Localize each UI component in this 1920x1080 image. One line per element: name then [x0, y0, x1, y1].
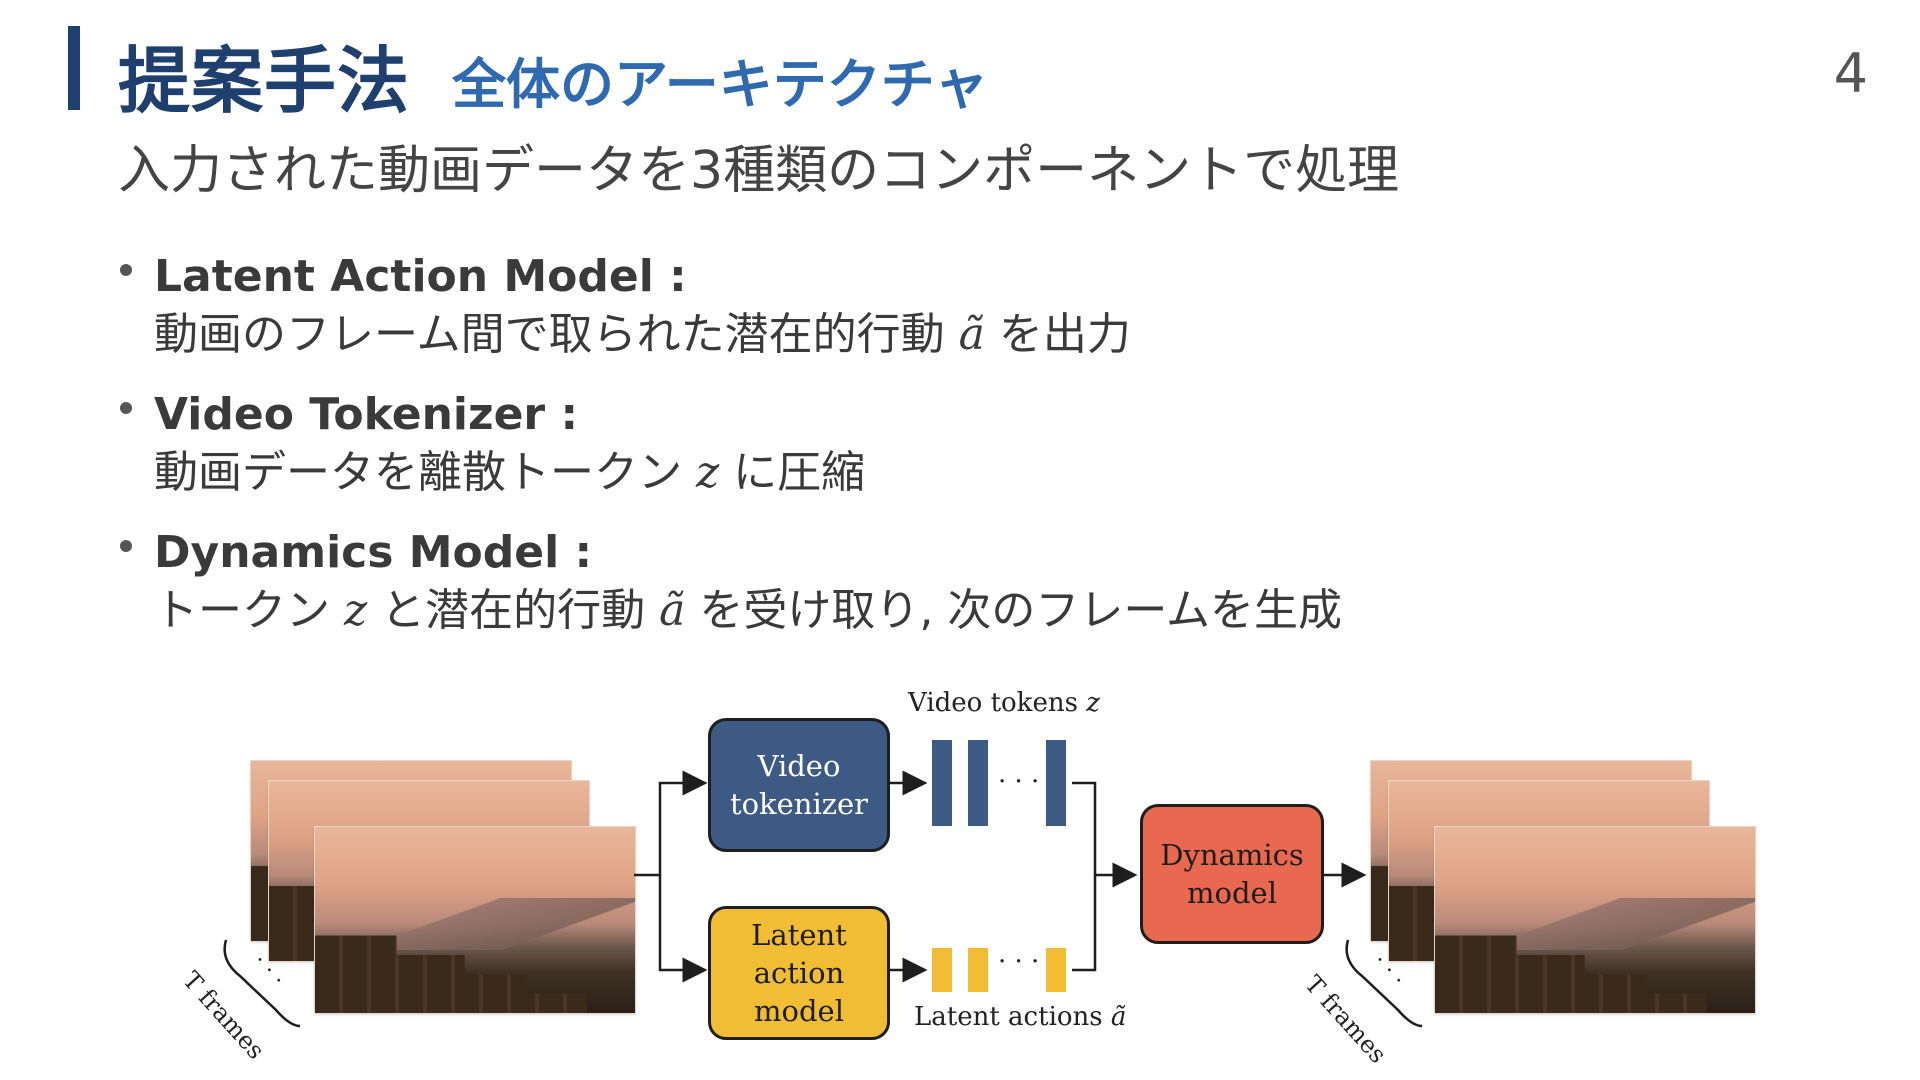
video-tokenizer-label-2: tokenizer: [729, 787, 869, 821]
latent-actions-label: Latent actions ã: [914, 1002, 1127, 1032]
video-token-2: [968, 740, 988, 826]
bullet-desc: 動画データを離散トークン z に圧縮: [154, 447, 866, 498]
dynamics-model-label-1: Dynamics: [1160, 838, 1304, 872]
bullet-desc: トークン z と潜在的行動 ã を受け取り, 次のフレームを生成: [154, 585, 1343, 636]
bullet-dynamics-model: Dynamics Model : トークン z と潜在的行動 ã を受け取り, …: [118, 524, 1342, 640]
video-tokens-ellipsis: · · ·: [998, 767, 1039, 797]
latent-action-2: [968, 948, 988, 992]
diagram-connectors: · · · · · · · · · · · ·: [223, 740, 1423, 1028]
right-brace: [1345, 939, 1423, 1028]
latent-action-model-label-1: Latent action: [751, 918, 847, 990]
video-tokens-label: Video tokens z: [908, 688, 1100, 718]
slide-subtitle: 全体のアーキテクチャ: [452, 53, 989, 116]
bullet-head: Dynamics Model :: [154, 527, 593, 578]
left-brace: [223, 939, 301, 1028]
bullet-video-tokenizer: Video Tokenizer : 動画データを離散トークン z に圧縮: [118, 386, 1342, 502]
output-frame-front: [1434, 826, 1756, 1014]
slide-title: 提案手法: [118, 39, 411, 123]
split-line: [634, 770, 708, 877]
bullet-dot: [120, 540, 132, 552]
merge-line-bottom: [1072, 875, 1097, 972]
bullet-desc: 動画のフレーム間で取られた潜在的行動 ã を出力: [154, 309, 1131, 360]
video-tokenizer-box: Video tokenizer: [708, 718, 890, 852]
title-accent-bar: [68, 26, 80, 110]
latent-action-1: [932, 948, 952, 992]
latent-action-model-label-2: model: [754, 994, 844, 1028]
video-token-1: [932, 740, 952, 826]
left-frames-ellipsis: · · ·: [248, 949, 290, 992]
architecture-diagram: · · · · · · · · · · · · Video tokenizer L…: [177, 680, 1800, 1080]
latent-action-model-box: Latent action model: [708, 906, 890, 1040]
bullet-head: Video Tokenizer :: [154, 389, 579, 440]
dynamics-model-label-2: model: [1187, 876, 1277, 910]
page-number: 4: [1833, 42, 1868, 105]
bullet-head: Latent Action Model :: [154, 251, 687, 302]
merge-line-top: [1072, 781, 1138, 888]
input-frame-front: [314, 826, 636, 1014]
lead-text: 入力された動画データを3種類のコンポーネントで処理: [118, 141, 1400, 201]
latent-action-3: [1046, 948, 1066, 992]
dynamics-model-box: Dynamics model: [1140, 804, 1324, 944]
bullet-dot: [120, 264, 132, 276]
video-tokenizer-label-1: Video: [757, 749, 841, 783]
split-line-lower: [658, 875, 708, 983]
latent-actions-ellipsis: · · ·: [998, 947, 1039, 977]
bullet-latent-action-model: Latent Action Model : 動画のフレーム間で取られた潜在的行動…: [118, 248, 1342, 364]
video-token-3: [1046, 740, 1066, 826]
bullet-list: Latent Action Model : 動画のフレーム間で取られた潜在的行動…: [118, 248, 1342, 662]
bullet-dot: [120, 402, 132, 414]
